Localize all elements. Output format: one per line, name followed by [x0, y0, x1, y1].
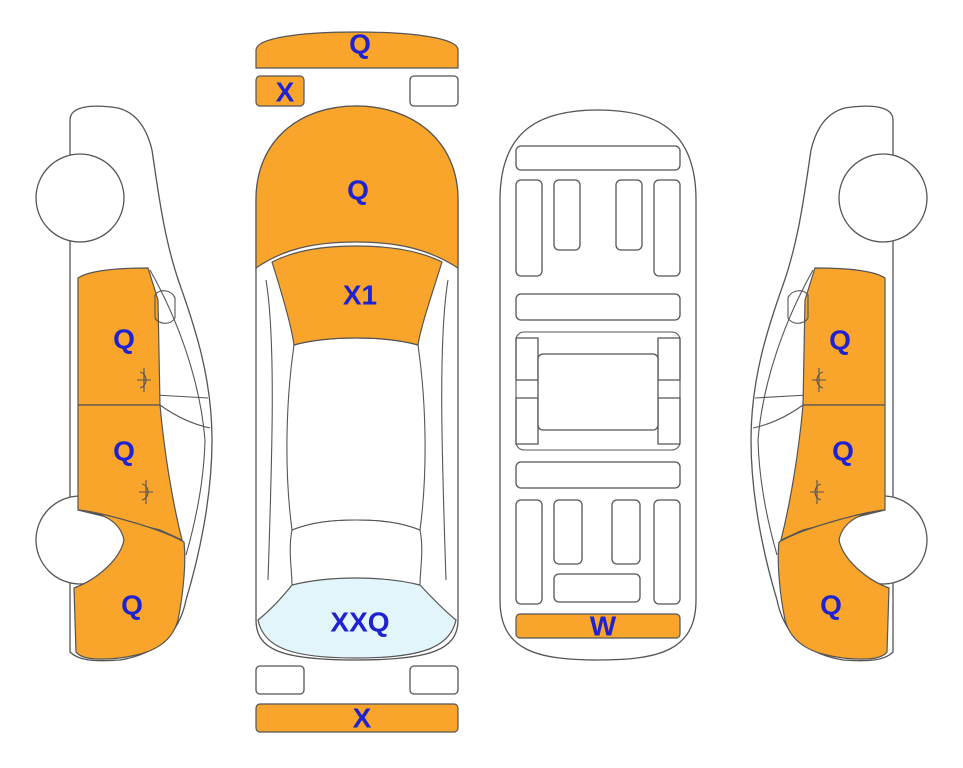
right-front-door-panel [802, 267, 886, 406]
rear-bumper-panel [255, 703, 459, 733]
left-front-door-handle-icon [137, 368, 151, 392]
right-side-view [750, 105, 928, 662]
underbody-floor-frame [515, 331, 681, 451]
underbody-rear-left-inner [553, 499, 583, 565]
rear-bumper-label: X [353, 703, 372, 734]
trunk-line [289, 519, 423, 586]
underbody-rear-crossmember [515, 461, 681, 489]
right-front-door-handle-icon [812, 368, 826, 392]
left-side-roof-line [154, 394, 209, 399]
left-side-window-line [149, 269, 206, 556]
right-rear-door-panel [780, 404, 886, 542]
underbody-rear-panel [515, 613, 681, 639]
underbody-front-right-inner [615, 179, 643, 251]
left-pillar-line [265, 279, 273, 581]
hood-panel [255, 105, 459, 270]
underbody-spare-well [553, 573, 641, 603]
underbody-rear-right-rail [653, 499, 681, 605]
left-front-door-panel [77, 267, 161, 406]
right-side-mirror [787, 290, 809, 324]
right-front-wheel [838, 153, 928, 243]
left-front-wheel [35, 153, 125, 243]
top-view: Q X Q X1 XXQ X [255, 29, 459, 734]
left-quarter-label: Q [121, 590, 143, 621]
left-side-view: Q Q Q [35, 105, 213, 662]
underbody-center-tunnel [537, 353, 659, 431]
underbody-rear-left-rail [515, 499, 543, 605]
left-side-glass-line [159, 404, 211, 429]
right-quarter-label: Q [820, 590, 842, 621]
underbody-mid-crossmember [515, 293, 681, 321]
underbody-front-right-rail [653, 179, 681, 277]
right-pillar-line [441, 279, 449, 581]
left-rear-door-handle-icon [139, 480, 153, 504]
underbody-rear-label: W [590, 611, 617, 642]
underbody-front-left-rail [515, 179, 543, 277]
right-side-glass-line [752, 404, 804, 429]
right-side-window-line [757, 269, 814, 556]
right-front-door-label: Q [829, 325, 851, 356]
rear-window-panel [257, 577, 457, 659]
underbody-front-left-inner [553, 179, 581, 251]
windshield-label: X1 [343, 280, 377, 311]
right-rear-door-label: Q [832, 436, 854, 467]
underbody-rear-right-inner [611, 499, 641, 565]
rear-light-right-panel [409, 665, 459, 695]
underbody-front-crossmember [515, 145, 681, 171]
left-front-door-label: Q [113, 324, 135, 355]
front-bumper-panel [255, 31, 459, 69]
underbody-view: W [499, 109, 697, 661]
rear-window-label: XXQ [330, 607, 389, 638]
right-quarter-panel [777, 509, 890, 660]
right-side-roof-line [754, 394, 809, 399]
front-grille-right-panel [409, 75, 459, 107]
front-grille-left-panel [255, 75, 305, 107]
left-side-mirror [154, 290, 176, 324]
rear-light-left-panel [255, 665, 305, 695]
front-grille-left-label: X [276, 77, 295, 108]
front-bumper-label: Q [349, 29, 371, 60]
left-rear-door-panel [77, 404, 183, 542]
left-rear-door-label: Q [113, 436, 135, 467]
hood-label: Q [347, 175, 369, 206]
left-quarter-panel [73, 509, 186, 660]
right-rear-door-handle-icon [810, 480, 824, 504]
